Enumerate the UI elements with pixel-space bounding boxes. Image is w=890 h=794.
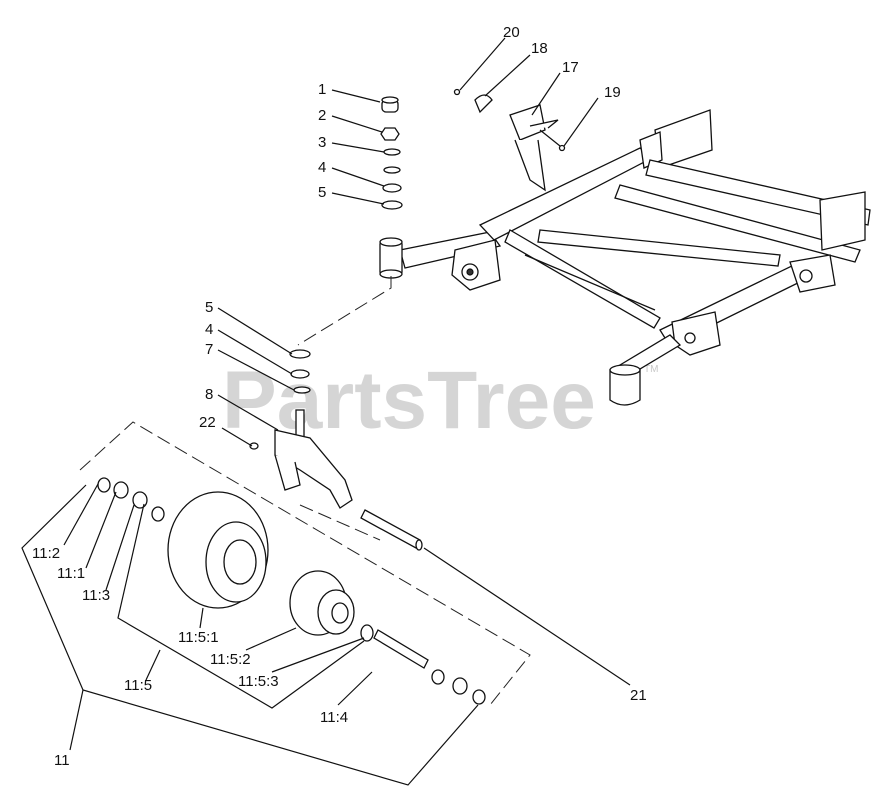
callout-5-lower: 5 — [205, 299, 213, 316]
callout-11-5: 11:5 — [124, 677, 152, 694]
lower-stack — [289, 349, 311, 394]
callout-11-5-1: 11:5:1 — [178, 629, 219, 646]
leader-lines — [21, 37, 631, 786]
callout-7: 7 — [205, 341, 213, 358]
callout-11-1: 11:1 — [57, 565, 85, 582]
callouts: 1 2 3 4 5 5 4 7 8 22 20 18 17 19 11:2 11… — [32, 24, 647, 769]
callout-11-5-3: 11:5:3 — [238, 673, 279, 690]
callout-18: 18 — [531, 40, 548, 57]
callout-11-2: 11:2 — [32, 545, 60, 562]
callout-21: 21 — [630, 687, 647, 704]
callout-2: 2 — [318, 107, 326, 124]
callout-11-3: 11:3 — [82, 587, 110, 604]
callout-3: 3 — [318, 134, 326, 151]
callout-1: 1 — [318, 81, 326, 98]
axle — [360, 509, 423, 551]
callout-20: 20 — [503, 24, 520, 41]
frame-assembly — [379, 104, 871, 406]
callout-8: 8 — [205, 386, 213, 403]
watermark-tm: TM — [644, 364, 658, 375]
callout-19: 19 — [604, 84, 621, 101]
caster-fork — [249, 409, 353, 509]
callout-22: 22 — [199, 414, 216, 431]
callout-5: 5 — [318, 184, 326, 201]
callout-17: 17 — [562, 59, 579, 76]
wheel-assembly — [97, 477, 486, 705]
callout-11-4: 11:4 — [320, 709, 348, 726]
callout-4-lower: 4 — [205, 321, 213, 338]
callout-4: 4 — [318, 159, 326, 176]
hardware-top — [453, 88, 566, 152]
callout-11: 11 — [54, 752, 70, 769]
watermark: PartsTree — [222, 355, 596, 446]
callout-11-5-2: 11:5:2 — [210, 651, 251, 668]
upper-stack — [380, 96, 403, 210]
